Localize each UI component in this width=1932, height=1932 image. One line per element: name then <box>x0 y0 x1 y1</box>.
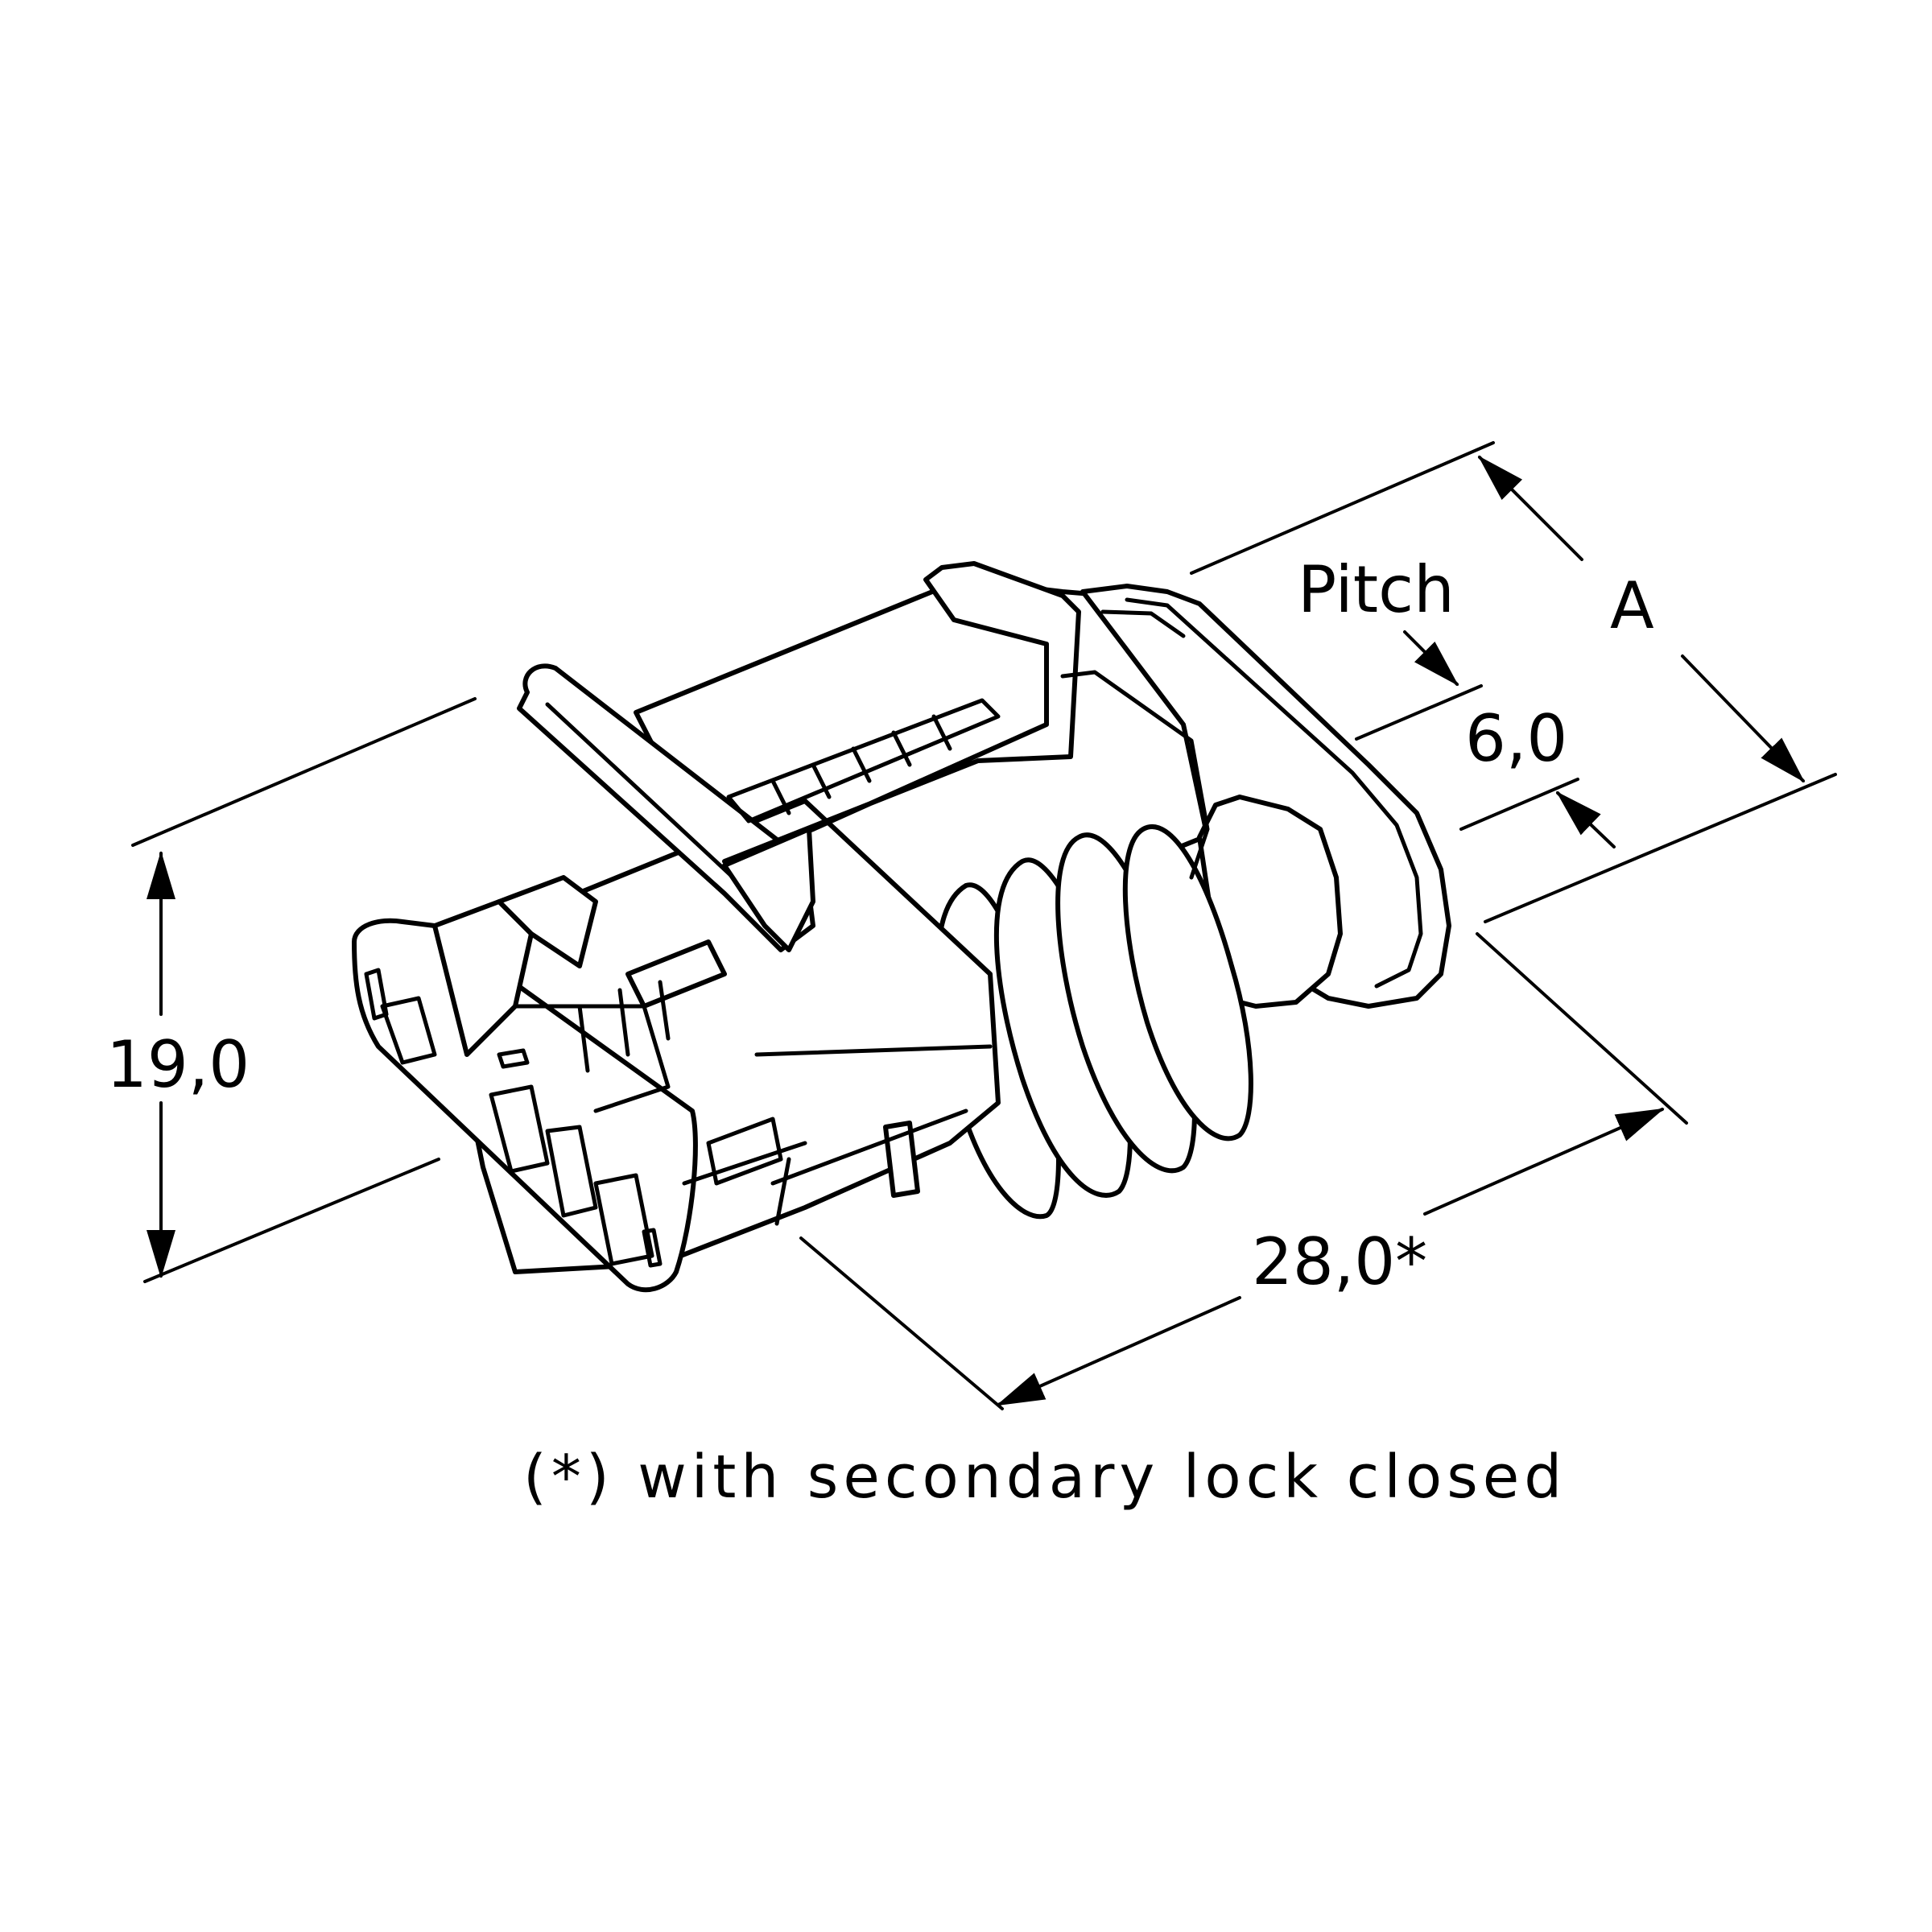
footnote: (*) with secondary lock closed <box>523 1443 1567 1512</box>
width-label: A <box>1610 568 1654 643</box>
connector-body <box>352 561 1451 1293</box>
height-value: 19,0 <box>106 1027 250 1102</box>
length-value: 28,0* <box>1252 1224 1427 1299</box>
dimension-lines <box>131 441 1837 1410</box>
dimension-labels: Pitch 6,0 A 19,0 28,0* <box>106 552 1654 1299</box>
pitch-value: 6,0 <box>1465 701 1567 776</box>
pitch-label: Pitch <box>1298 552 1455 627</box>
